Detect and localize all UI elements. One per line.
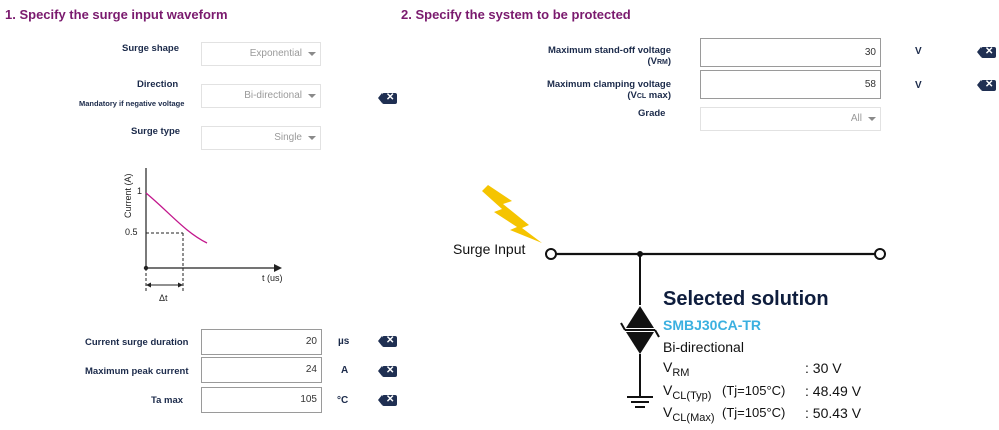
vrm-value: : 30 V: [805, 360, 842, 376]
vcl-max-symbol: VCL(Max): [663, 404, 715, 424]
output-terminal: [874, 248, 886, 260]
grade-select[interactable]: All: [700, 107, 881, 131]
vcl-max-condition: (Tj=105°C): [722, 405, 786, 420]
ta-max-label: Ta max: [151, 395, 184, 406]
standoff-unit: V: [915, 46, 922, 57]
clamping-unit: V: [915, 80, 922, 91]
ta-max-input[interactable]: 105: [201, 387, 322, 413]
vcl-typ-condition: (Tj=105°C): [722, 383, 786, 398]
direction-select[interactable]: Bi-directional: [201, 84, 321, 108]
vcl-typ-symbol: VCL(Typ): [663, 382, 712, 402]
duration-input[interactable]: 20: [201, 329, 322, 355]
direction-sublabel: Mandatory if negative voltage: [79, 99, 185, 108]
section-2-title: 2. Specify the system to be protected: [401, 7, 631, 22]
clamping-clear-icon[interactable]: ✕: [977, 79, 996, 91]
vcl-max-value: : 50.43 V: [805, 405, 862, 421]
surge-shape-value: Exponential: [249, 48, 302, 59]
vrm-symbol: VRM: [663, 359, 690, 379]
ta-max-clear-icon[interactable]: ✕: [378, 394, 397, 406]
surge-type-value: Single: [274, 132, 302, 143]
duration-unit: µs: [338, 336, 350, 347]
surge-type-label: Surge type: [131, 126, 181, 137]
vcl-typ-value: : 48.49 V: [805, 383, 862, 399]
standoff-clear-icon[interactable]: ✕: [977, 46, 996, 58]
waveform-tick-1: 1: [137, 186, 142, 196]
lightning-bolt-icon: [482, 185, 542, 243]
surge-waveform-diagram: Current (A) 1 0.5 t (us) Δt: [123, 168, 283, 303]
tvs-diode-bar-left: [620, 322, 626, 331]
direction-clear-icon[interactable]: ✕: [378, 92, 397, 104]
tvs-diode-bar-right: [654, 329, 660, 338]
surge-shape-label: Surge shape: [122, 43, 180, 54]
peak-current-clear-icon[interactable]: ✕: [378, 365, 397, 377]
surge-input-label: Surge Input: [453, 241, 525, 257]
ta-max-unit: °C: [337, 395, 349, 406]
delta-arrow-left-icon: [146, 282, 151, 288]
duration-clear-icon[interactable]: ✕: [378, 335, 397, 347]
waveform-tick-half: 0.5: [125, 227, 138, 237]
standoff-label-line1: Maximum stand-off voltage: [548, 45, 671, 56]
chevron-down-icon: [308, 136, 316, 140]
standoff-input[interactable]: 30: [700, 38, 881, 67]
input-terminal: [545, 248, 557, 260]
waveform-curve: [145, 192, 208, 244]
waveform-x-label: t (us): [262, 273, 283, 283]
standoff-label: Maximum stand-off voltage (VRM): [520, 45, 671, 67]
clamping-label-line2: (VCL max): [627, 90, 671, 101]
peak-current-unit: A: [341, 365, 349, 376]
selected-direction: Bi-directional: [663, 339, 744, 355]
chevron-down-icon: [308, 94, 316, 98]
surge-shape-select[interactable]: Exponential: [201, 42, 321, 66]
tvs-diode-lower-icon: [626, 332, 654, 354]
x-axis-arrow-icon: [274, 264, 282, 272]
clamping-input[interactable]: 58: [700, 70, 881, 99]
clamping-label-line1: Maximum clamping voltage: [546, 79, 671, 90]
peak-current-label: Maximum peak current: [85, 366, 189, 377]
chevron-down-icon: [308, 52, 316, 56]
standoff-label-line2: (VRM): [647, 56, 671, 67]
chevron-down-icon: [868, 117, 876, 121]
grade-label: Grade: [638, 108, 666, 119]
clamping-label: Maximum clamping voltage (VCL max): [520, 79, 671, 101]
section-1-title: 1. Specify the surge input waveform: [5, 7, 228, 22]
waveform-delta-label: Δt: [159, 293, 168, 303]
tvs-diode-upper-icon: [626, 306, 654, 328]
grade-value: All: [850, 113, 862, 124]
direction-value: Bi-directional: [244, 90, 302, 101]
surge-type-select[interactable]: Single: [201, 126, 321, 150]
selected-part-number[interactable]: SMBJ30CA-TR: [663, 317, 762, 333]
selected-solution-title: Selected solution: [663, 288, 829, 310]
peak-current-input[interactable]: 24: [201, 357, 322, 383]
waveform-y-label: Current (A): [123, 173, 133, 218]
circuit-diagram: Surge Input: [453, 185, 886, 408]
direction-label: Direction: [137, 79, 179, 90]
duration-label: Current surge duration: [85, 337, 189, 348]
delta-arrow-right-icon: [178, 282, 183, 288]
